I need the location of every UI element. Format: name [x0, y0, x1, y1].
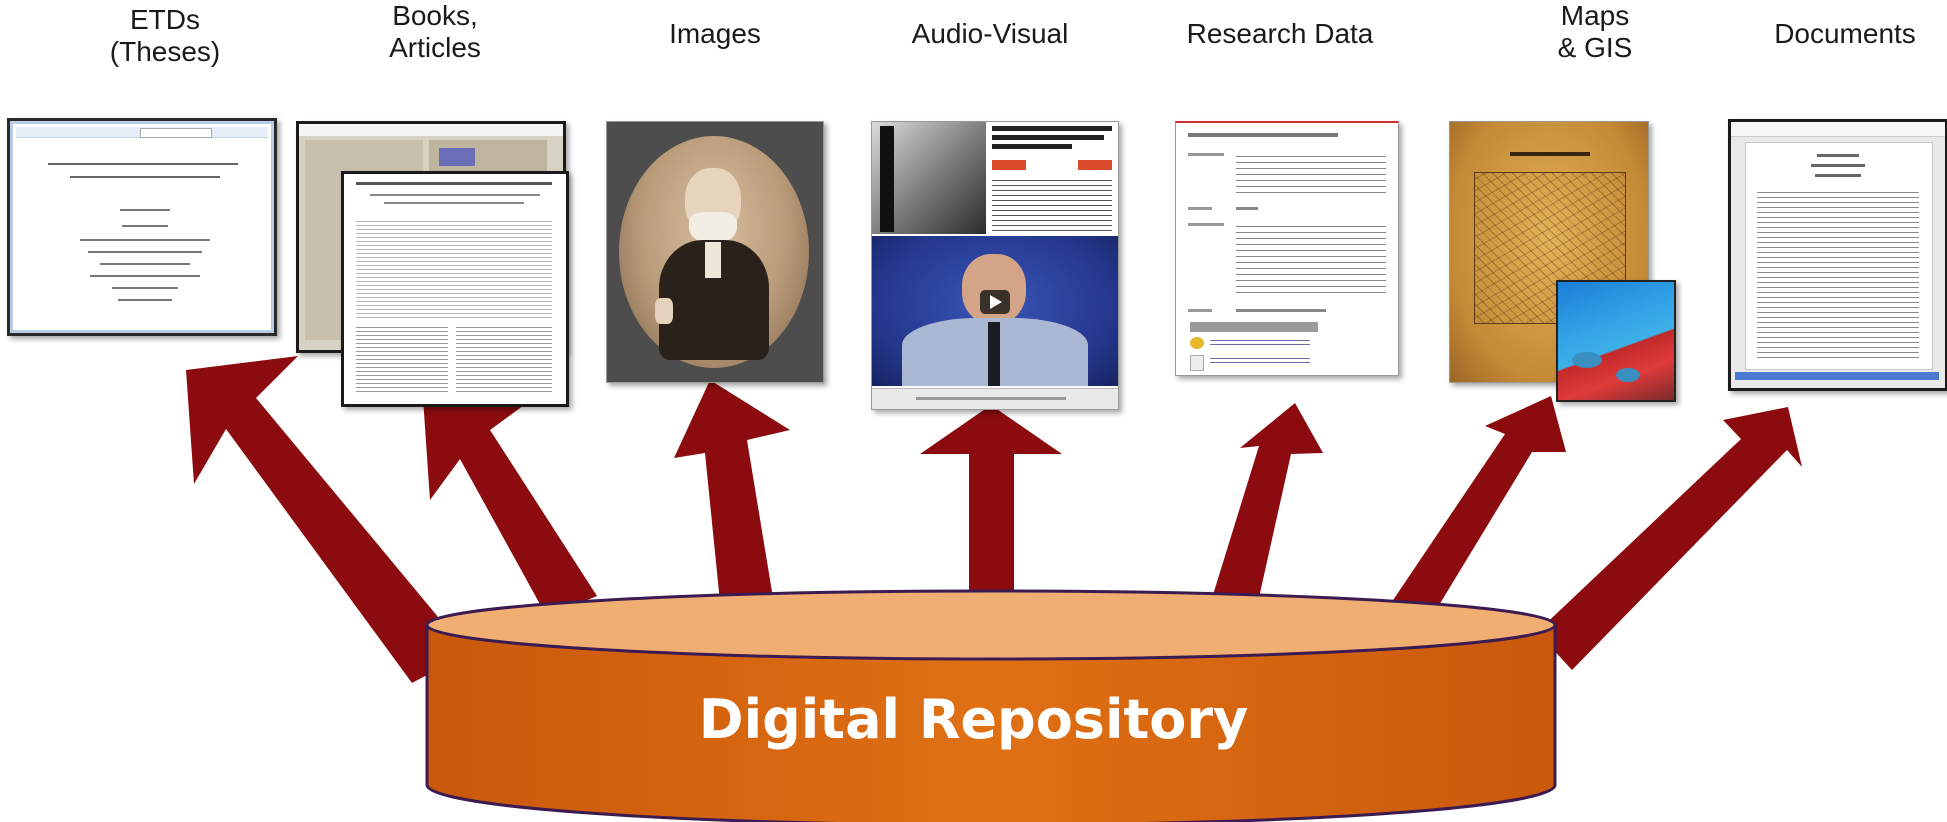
label-research-data: Research Data [1186, 18, 1374, 49]
dataset-record-thumbnail [1175, 121, 1399, 376]
label-maps-gis: Maps & GIS [1557, 0, 1633, 63]
arrow-maps-gis [1385, 396, 1566, 620]
arrow-documents [1537, 407, 1802, 670]
label-etds: ETDs (Theses) [109, 4, 221, 67]
arrow-audio-visual [920, 405, 1062, 598]
label-books-articles: Books, Articles [389, 0, 481, 63]
text-document-thumbnail [1728, 119, 1947, 391]
label-documents: Documents [1774, 18, 1916, 49]
arrow-research-data [1212, 403, 1323, 602]
portrait-photo-thumbnail [606, 121, 824, 383]
label-images: Images [669, 18, 761, 49]
cylinder-top [425, 589, 1557, 661]
repository-label: Digital Repository [698, 688, 1249, 751]
arrow-etds [186, 356, 468, 683]
arrow-books-articles [423, 398, 597, 617]
arrow-images [674, 380, 790, 612]
label-audio-visual: Audio-Visual [911, 18, 1069, 49]
thesis-document-thumbnail [7, 118, 277, 336]
cylinder-body [425, 623, 1557, 822]
video-player-thumbnail [871, 121, 1119, 410]
repository-cylinder [425, 589, 1557, 822]
arrows [186, 356, 1802, 683]
